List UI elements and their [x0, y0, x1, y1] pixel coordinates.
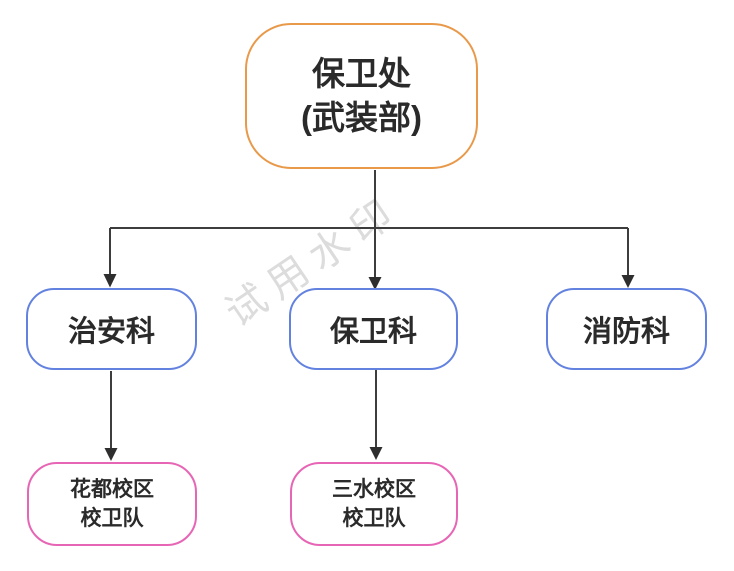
- node-label-line: 校卫队: [342, 507, 406, 530]
- node-label: 保卫科: [329, 316, 417, 348]
- node-label-line: 花都校区: [70, 477, 154, 501]
- node-label-line: 保卫处: [312, 55, 411, 93]
- arrowhead-sanshui: [369, 447, 383, 460]
- node-fire-section[interactable]: 消防科: [546, 288, 707, 370]
- arrowhead-fire: [621, 275, 635, 288]
- node-label: 治安科: [67, 316, 155, 348]
- node-sanshui-campus-guard-team[interactable]: 三水校区 校卫队: [290, 462, 458, 546]
- node-huadu-campus-guard-team[interactable]: 花都校区 校卫队: [27, 462, 197, 546]
- node-label-line: (武装部): [301, 99, 422, 136]
- node-label-line: 校卫队: [80, 507, 144, 530]
- node-security-office-root[interactable]: 保卫处 (武装部): [245, 23, 478, 169]
- arrowhead-security: [103, 274, 117, 288]
- node-guard-section[interactable]: 保卫科: [289, 288, 458, 370]
- node-label-line: 三水校区: [332, 477, 416, 501]
- arrowhead-huadu: [104, 448, 118, 461]
- node-public-order-section[interactable]: 治安科: [26, 288, 197, 370]
- node-label: 消防科: [582, 316, 670, 348]
